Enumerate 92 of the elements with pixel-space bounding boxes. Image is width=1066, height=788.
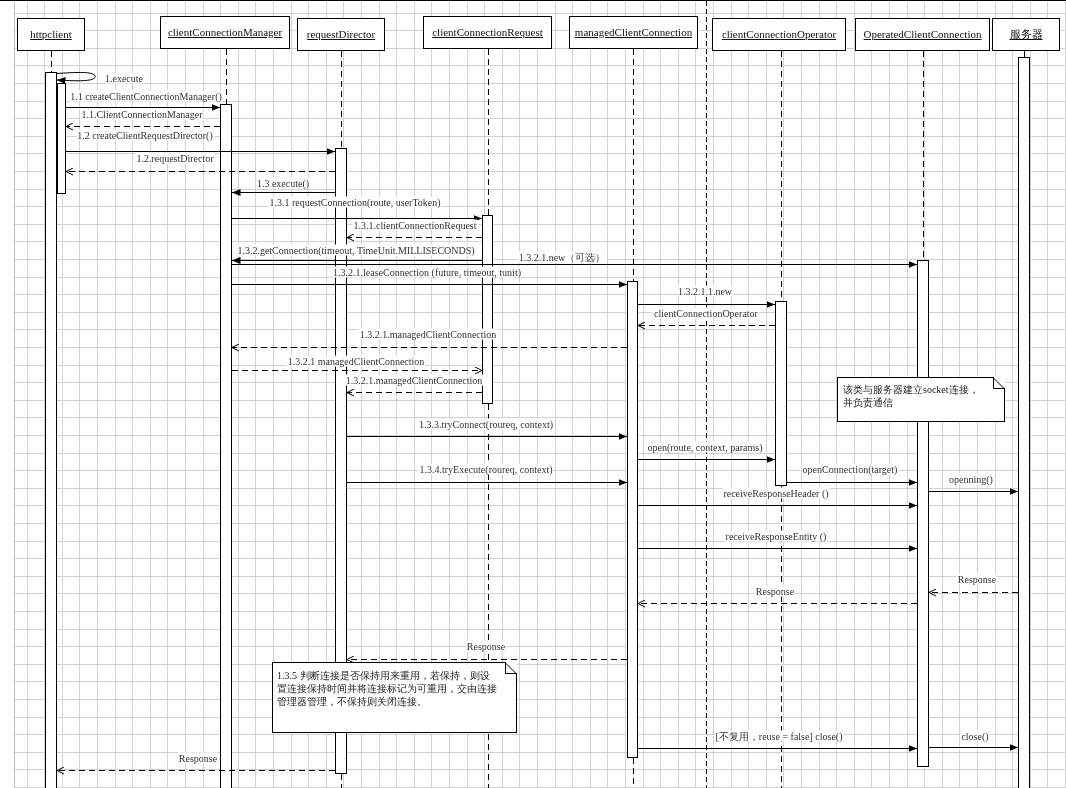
return-arrow [346, 388, 483, 397]
participant-header [569, 16, 698, 49]
message-label: receiveResponseEntity () [724, 530, 828, 542]
message-arrow [231, 189, 336, 196]
message-arrow [65, 104, 221, 111]
message-label: 1.1.ClientConnectionManager [80, 108, 204, 120]
message-arrow [637, 456, 776, 463]
message-arrow [637, 502, 918, 509]
return-arrow [231, 343, 628, 352]
message-label: close() [960, 730, 990, 742]
message-label: [不复用，reuse = false] close() [714, 730, 844, 742]
activation-bar [627, 281, 638, 758]
message-label: clientConnectionOperator [653, 307, 759, 319]
message-label: 1.3.4.tryExecute(roureq, context) [418, 463, 554, 475]
participant-name: clientConnectionOperator [721, 28, 837, 41]
lifeline [781, 485, 782, 788]
message-label: 1.3.2.getConnection(timeout, TimeUnit.MILLISECONDS) [236, 244, 476, 256]
message-label: 1.3.1.clientConnectionRequest [352, 219, 478, 231]
participant-header [423, 16, 552, 49]
lifeline [1024, 50, 1025, 58]
message-label: 1.3.2.1.1.new [676, 285, 734, 297]
message-label: Response [465, 640, 507, 652]
message-label: 1.3.3.tryConnect(roureq, context) [417, 418, 555, 430]
message-arrow [231, 215, 483, 222]
lifeline [633, 48, 634, 282]
participant-name: managedClientConnection [574, 26, 693, 39]
participant-name: OperatedClientConnection [863, 28, 982, 41]
message-arrow [637, 301, 776, 308]
message-arrow [65, 148, 336, 155]
return-arrow [231, 366, 483, 375]
participant-name: clientConnectionRequest [432, 26, 543, 39]
note-text: 该类与服务器建立socket连接，并负责通信 [843, 383, 980, 409]
participant-header [712, 18, 846, 51]
participant-header [297, 18, 385, 51]
message-label: Response [754, 585, 796, 597]
message-label: 1.3.1 requestConnection(route, userToken) [268, 196, 442, 208]
activation-bar [220, 104, 232, 788]
message-arrow [637, 545, 918, 552]
lifeline [488, 48, 489, 216]
message-label: 1.3.2.1.managedClientConnection [358, 328, 498, 340]
message-arrow [231, 261, 918, 268]
message-arrow [231, 257, 483, 264]
activation-bar [775, 301, 787, 486]
participant-name: clientConnectionManager [167, 26, 283, 39]
message-label: 1.3.2.1.managedClientConnection [344, 374, 484, 386]
return-arrow [65, 167, 336, 176]
message-arrow [786, 479, 918, 486]
message-arrow [637, 745, 918, 752]
message-label: 1.3.2.1.leaseConnection (future, timeout, tunit) [332, 266, 522, 278]
message-arrow [928, 488, 1019, 495]
message-label: 1.2 createClientRequestDirector() [76, 129, 214, 141]
return-arrow [637, 321, 776, 330]
lifeline [341, 773, 342, 788]
note-text: 1.3.5 判断连接是否保持用来重用，若保持，则设置连接保持时间并将连接标记为可重用，交由连接管理器管理，不保持则关闭连接。 [277, 669, 498, 708]
message-label: openConnection(target) [801, 463, 899, 475]
lifeline [341, 50, 342, 149]
return-arrow [346, 655, 628, 664]
message-label: 1.3.2.1 managedClientConnection [286, 355, 426, 367]
participant-header [17, 18, 85, 51]
return-arrow [56, 766, 336, 775]
message-label: openning() [948, 473, 994, 485]
participant-name: httpclient [30, 28, 72, 41]
message-label: 1.3.2.1.new（可选） [517, 251, 607, 263]
message-arrow [231, 281, 628, 288]
activation-bar [57, 83, 66, 194]
return-arrow [346, 233, 483, 242]
note [272, 662, 517, 733]
activation-bar [1018, 57, 1030, 788]
message-label: Response [956, 573, 998, 585]
message-label: 1.1 createClientConnectionManager() [69, 90, 223, 102]
message-arrow [346, 479, 628, 486]
message-label: Response [177, 752, 219, 764]
message-label: 1.execute [104, 72, 144, 84]
lifeline [51, 50, 52, 73]
participant-name: 服务器 [1009, 28, 1043, 41]
participant-name: requestDirector [306, 28, 376, 41]
message-arrow [346, 433, 628, 440]
message-label: 1.3 execute() [255, 177, 311, 189]
return-arrow [637, 599, 918, 608]
note [837, 377, 1005, 422]
activation-bar [45, 72, 57, 788]
message-label: 1.2.requestDirector [135, 152, 215, 164]
participant-header [160, 16, 290, 49]
message-label: open(route, context, params) [646, 441, 764, 453]
return-arrow [65, 122, 221, 131]
participant-header [855, 18, 990, 51]
lifeline [226, 48, 227, 105]
return-arrow [928, 588, 1019, 597]
self-call-arrow [56, 71, 96, 84]
participant-header [992, 18, 1060, 51]
message-arrow [928, 744, 1019, 751]
message-label: receiveResponseHeader () [722, 487, 830, 499]
